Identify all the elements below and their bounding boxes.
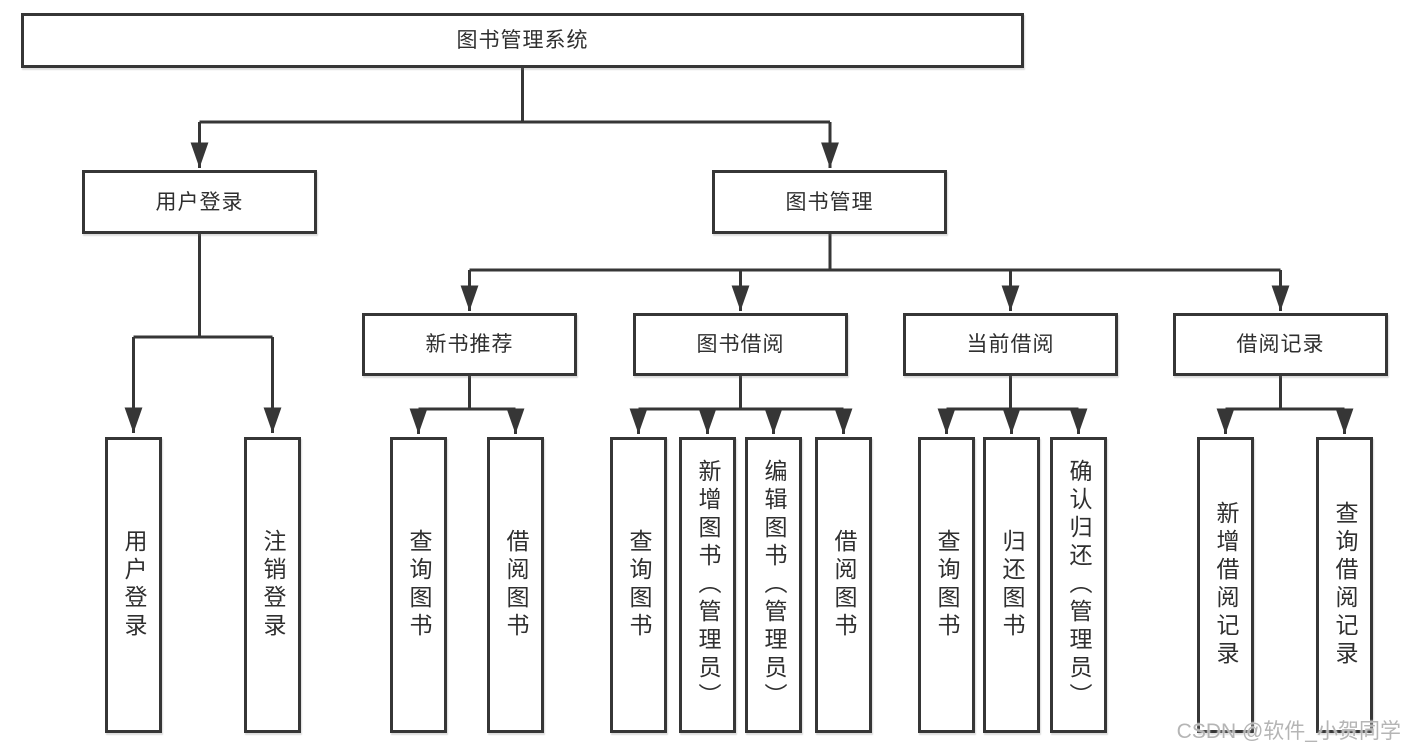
node-leaf-add-book-admin: 新增图书（管理员） <box>679 437 736 733</box>
connector-book-management-to-level3 <box>460 234 1290 311</box>
node-leaf-logout: 注销登录 <box>244 437 301 733</box>
node-leaf-add-book-admin-label: 新增图书（管理员） <box>695 459 721 711</box>
node-book-management-label: 图书管理 <box>785 190 874 214</box>
node-borrow-records: 借阅记录 <box>1173 313 1388 376</box>
node-library-system-label: 图书管理系统 <box>456 29 589 52</box>
node-leaf-query-borrow-record-label: 查询借阅记录 <box>1332 501 1358 669</box>
node-leaf-query-books-2: 查询图书 <box>610 437 667 733</box>
node-book-borrow-label: 图书借阅 <box>696 333 785 356</box>
node-leaf-borrow-books-1: 借阅图书 <box>487 437 544 733</box>
node-leaf-query-books-2-label: 查询图书 <box>626 529 652 641</box>
node-current-borrow-label: 当前借阅 <box>966 333 1055 356</box>
node-leaf-query-books-3: 查询图书 <box>918 437 975 733</box>
node-leaf-query-books-1-label: 查询图书 <box>406 529 432 641</box>
node-book-borrow: 图书借阅 <box>633 313 848 376</box>
node-library-system: 图书管理系统 <box>21 13 1024 68</box>
node-leaf-user-login-label: 用户登录 <box>121 529 147 641</box>
node-leaf-query-borrow-record: 查询借阅记录 <box>1316 437 1373 733</box>
node-leaf-borrow-books-2: 借阅图书 <box>815 437 872 733</box>
node-new-book-recommend: 新书推荐 <box>362 313 577 376</box>
node-leaf-borrow-books-1-label: 借阅图书 <box>503 529 529 641</box>
node-current-borrow: 当前借阅 <box>903 313 1118 376</box>
node-leaf-edit-book-admin-label: 编辑图书（管理员） <box>761 459 787 711</box>
connector-new-book-recommend-to-leaves <box>409 376 525 434</box>
watermark: CSDN @软件_小贺同学 <box>1176 720 1401 743</box>
node-borrow-records-label: 借阅记录 <box>1236 333 1325 356</box>
node-leaf-user-login: 用户登录 <box>105 437 162 733</box>
node-leaf-confirm-return-admin-label: 确认归还（管理员） <box>1066 459 1092 711</box>
node-user-login: 用户登录 <box>82 170 317 234</box>
node-leaf-borrow-books-2-label: 借阅图书 <box>831 529 857 641</box>
connector-current-borrow-to-leaves <box>937 376 1088 434</box>
connector-book-borrow-to-leaves <box>629 376 853 434</box>
connector-root-to-level2 <box>190 68 839 168</box>
node-user-login-label: 用户登录 <box>155 190 244 214</box>
connector-borrow-records-to-leaves <box>1216 376 1354 434</box>
node-leaf-add-borrow-record: 新增借阅记录 <box>1197 437 1254 733</box>
node-leaf-query-books-3-label: 查询图书 <box>934 529 960 641</box>
node-leaf-return-book: 归还图书 <box>983 437 1040 733</box>
node-leaf-confirm-return-admin: 确认归还（管理员） <box>1050 437 1107 733</box>
connector-user-login-to-leaves <box>124 234 282 433</box>
node-leaf-query-books-1: 查询图书 <box>390 437 447 733</box>
node-leaf-return-book-label: 归还图书 <box>999 529 1025 641</box>
node-book-management: 图书管理 <box>712 170 947 234</box>
node-leaf-add-borrow-record-label: 新增借阅记录 <box>1213 501 1239 669</box>
node-new-book-recommend-label: 新书推荐 <box>425 333 514 356</box>
node-leaf-edit-book-admin: 编辑图书（管理员） <box>745 437 802 733</box>
node-leaf-logout-label: 注销登录 <box>260 529 286 641</box>
